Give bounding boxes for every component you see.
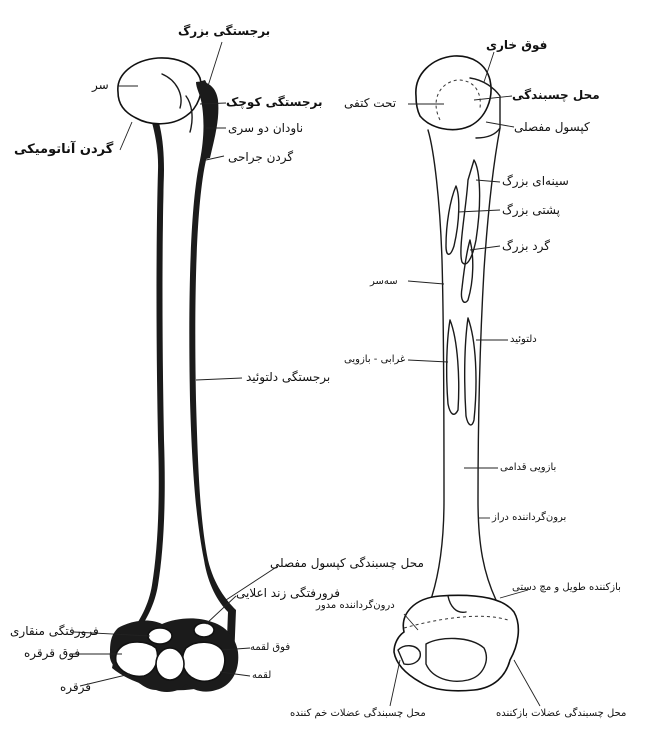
deltoid-outline xyxy=(447,320,459,414)
leader-flexor-attachment xyxy=(390,660,400,706)
trochlea xyxy=(116,642,158,676)
label-coracobrachialis: غرابی - بازویی xyxy=(344,354,405,366)
label-supraspinatus: فوق خاری xyxy=(486,38,547,52)
label-coronoid-fossa: فرورفتگی منقاری xyxy=(10,624,99,638)
leader-triceps xyxy=(408,281,444,284)
leader-deltoid-tuberosity xyxy=(196,378,242,380)
label-flexor-attachment: محل چسبندگی عضلات خم کننده xyxy=(290,708,426,720)
label-pronator-teres: درون‌گرداننده مدور xyxy=(316,600,395,612)
label-capitulum: لقمه xyxy=(252,670,271,682)
leader-extensor-attachment xyxy=(514,660,540,706)
leader-coracobrachialis xyxy=(408,360,448,362)
label-joint-capsule: کپسول مفصلی xyxy=(514,120,590,134)
label-brachialis: بازویی قدامی xyxy=(500,462,556,474)
label-teres-major: گرد بزرگ xyxy=(502,239,550,253)
anterior-shaft xyxy=(124,86,228,682)
trochlea-center xyxy=(156,648,184,680)
label-lesser-tubercle: برجستگی کوچک xyxy=(226,95,322,109)
label-radial-fossa: فرورفتگی زند اعلایی xyxy=(236,586,340,600)
anterior-head xyxy=(118,58,201,124)
radial-fossa xyxy=(194,623,214,637)
label-brachioradialis: برون‌گرداننده دراز xyxy=(492,512,566,524)
label-latissimus-dorsi: پشتی بزرگ xyxy=(502,203,560,217)
label-head: سر xyxy=(92,78,109,92)
label-extensor-carpi: بازکننده طویل و مچ دستی xyxy=(512,582,621,594)
label-bicipital-groove: ناودان دو سری xyxy=(228,121,303,135)
latissimus-ridge xyxy=(446,186,459,254)
posterior-humerus xyxy=(394,56,518,691)
anterior-humerus xyxy=(110,58,239,692)
label-capsule-attachment: محل چسبندگی کپسول مفصلی xyxy=(270,556,424,570)
label-extensor-attachment: محل چسبندگی عضلات بازکننده xyxy=(496,708,626,720)
coronoid-fossa xyxy=(148,628,172,644)
leader-greater-tubercle xyxy=(208,42,222,86)
teres-ridge xyxy=(461,240,472,302)
posterior-head xyxy=(416,56,491,130)
label-above-trochlea: فوق قرقره xyxy=(24,646,80,660)
label-trochlea: قرقره xyxy=(60,680,91,694)
label-pectoralis-major: سینه‌ای بزرگ xyxy=(502,174,569,188)
deltoid-outline-2 xyxy=(465,318,476,425)
label-surgical-neck: گردن جراحی xyxy=(228,150,293,164)
leader-anatomical-neck xyxy=(120,122,132,150)
label-greater-tubercle: برجستگی بزرگ xyxy=(178,24,270,38)
label-deltoid-tuberosity: برجستگی دلتوئید xyxy=(246,370,330,384)
label-anatomical-neck: گردن آناتومیکی xyxy=(14,143,113,157)
capitulum xyxy=(183,642,225,681)
label-subscapularis: تحت کتفی xyxy=(344,96,396,110)
label-attachment: محل چسبندگی xyxy=(512,88,600,102)
label-triceps: سه‌سر xyxy=(370,276,398,288)
label-deltoid: دلتوئید xyxy=(510,334,537,346)
label-above-capitulum: فوق لقمه xyxy=(250,642,290,654)
